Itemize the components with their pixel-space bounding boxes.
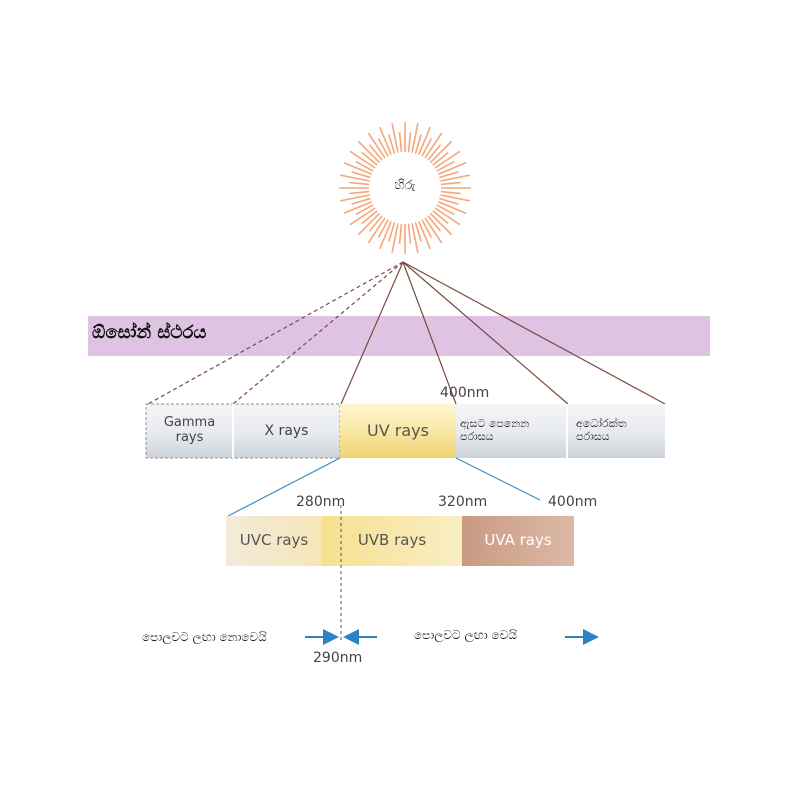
beam-line-xray xyxy=(232,261,404,405)
band-xray-label: X rays xyxy=(264,422,309,439)
band-uv-label: UV rays xyxy=(367,420,429,440)
sun-ray xyxy=(367,132,386,159)
sun-ray xyxy=(436,204,455,216)
sun-ray xyxy=(343,162,373,175)
sun-ray xyxy=(349,190,370,195)
sun-ray xyxy=(440,174,470,182)
sun-ray xyxy=(434,150,461,169)
sun-ray xyxy=(424,132,443,159)
sun-ray xyxy=(424,217,443,244)
sun-ray xyxy=(437,162,467,175)
band-uva-bg xyxy=(462,516,574,566)
sun-ray xyxy=(357,140,381,164)
sun-ray xyxy=(411,123,419,153)
sun-ray xyxy=(349,150,376,169)
sun-ray xyxy=(368,215,383,232)
sun-ray xyxy=(355,204,374,216)
sun-ray xyxy=(439,170,459,179)
sun-ray xyxy=(379,220,392,250)
sun-ray xyxy=(418,126,431,156)
sun-ray xyxy=(414,134,423,154)
sun-ray xyxy=(379,126,392,156)
ozone-layer-band xyxy=(88,316,710,356)
sun-ray xyxy=(439,197,459,206)
sun-ray xyxy=(349,181,370,186)
sun-ray xyxy=(351,170,371,179)
uv-zoom-line-left xyxy=(227,457,341,517)
band-uv-bg xyxy=(340,404,456,458)
band-uvc-bg xyxy=(226,516,322,566)
sun-ray xyxy=(357,212,381,236)
band-infrared-bg xyxy=(568,404,665,458)
beam-line-uv-end xyxy=(402,261,457,405)
sun-ray xyxy=(429,140,453,164)
band-gamma-xray-bg xyxy=(145,403,341,459)
sun-ray xyxy=(361,210,378,225)
sun-ray xyxy=(398,223,403,244)
sun-ray xyxy=(440,190,461,195)
marker-400-bottom: 400nm xyxy=(548,494,598,510)
sun-ray xyxy=(387,222,396,242)
band-visible-bg xyxy=(456,404,567,458)
sun-ray xyxy=(432,151,449,166)
sun-ray xyxy=(391,223,399,253)
sun-ray xyxy=(440,181,461,186)
sun-ray xyxy=(361,151,378,166)
not-reaching-ground-label: පොලවට ලඟා නොවෙයි xyxy=(142,630,267,644)
sun-ray xyxy=(368,144,383,161)
marker-320: 320nm xyxy=(438,494,488,510)
sun-ray xyxy=(421,138,433,157)
sun-ray xyxy=(414,222,423,242)
marker-290: 290nm xyxy=(313,650,363,666)
uv-subband-bar xyxy=(226,516,574,566)
sun-ray xyxy=(367,217,386,244)
sun-ray xyxy=(340,194,370,202)
sun-ray xyxy=(377,138,389,157)
band-uvb-bg xyxy=(322,516,462,566)
band-visible-label: ඇසට පෙනෙන පරාසය xyxy=(460,417,530,443)
sun-ray xyxy=(349,207,376,226)
sun-ray xyxy=(440,194,470,202)
band-uvb-label: UVB rays xyxy=(357,531,427,550)
sun-ray xyxy=(436,160,455,172)
sun-label: හිරු xyxy=(394,178,416,193)
uv-zoom-line-right xyxy=(455,457,541,501)
spectrum-bar xyxy=(145,403,665,459)
sun-ray xyxy=(437,201,467,214)
band-infrared-label: අධෝරක්ත පරාසය xyxy=(576,417,627,443)
sun-ray xyxy=(343,201,373,214)
beam-line-uv-start xyxy=(340,261,404,405)
sun-ray xyxy=(421,219,433,238)
sun-ray xyxy=(418,220,431,250)
sun-ray xyxy=(407,223,412,244)
radiation-beam-lines xyxy=(147,261,666,405)
beam-line-infrared xyxy=(402,261,666,405)
beam-line-visible xyxy=(402,261,569,405)
sun-ray xyxy=(340,174,370,182)
band-uva-label: UVA rays xyxy=(484,531,552,550)
sun-ray xyxy=(407,132,412,153)
marker-400-top: 400nm xyxy=(440,385,490,401)
sun-ray xyxy=(391,123,399,153)
ozone-layer-label: ඕසෝන් ස්ථරය xyxy=(92,322,207,343)
sun-ray xyxy=(387,134,396,154)
sun-ray xyxy=(432,210,449,225)
sun-ray xyxy=(355,160,374,172)
sun-rays xyxy=(339,122,471,254)
sun-ray xyxy=(377,219,389,238)
sun-ray xyxy=(411,223,419,253)
reaching-ground-label: පොලවට ලඟා වෙයි xyxy=(414,628,517,642)
sun-ray xyxy=(429,212,453,236)
sun-ray xyxy=(427,215,442,232)
band-uvc-label: UVC rays xyxy=(239,531,309,550)
sun-disc xyxy=(373,156,437,220)
sun-ray xyxy=(427,144,442,161)
sun-ray xyxy=(398,132,403,153)
band-gamma-label: Gamma rays xyxy=(163,415,216,445)
marker-280: 280nm xyxy=(296,494,346,510)
sun-ray xyxy=(434,207,461,226)
sun-ray xyxy=(351,197,371,206)
